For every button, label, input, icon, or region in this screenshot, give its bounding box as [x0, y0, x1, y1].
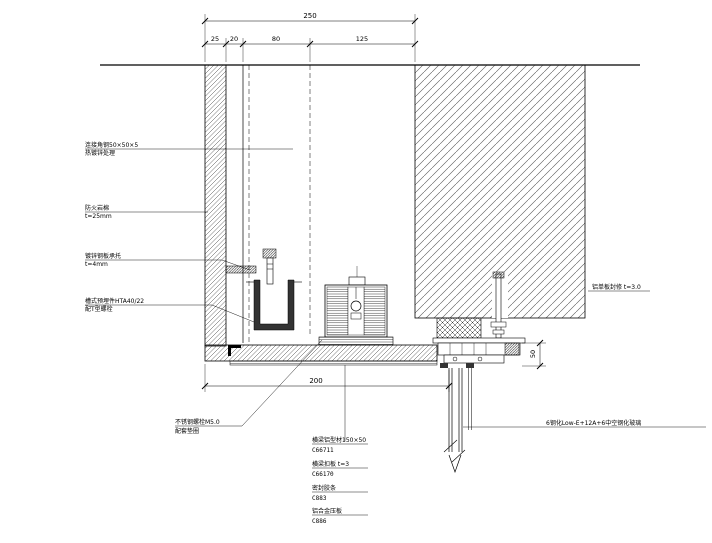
gasket-inner [466, 363, 474, 368]
label-glass-unit: 6钢化Low-E+12A+6中空钢化玻璃 [546, 419, 641, 427]
hanger-washer [492, 329, 505, 335]
dim-seg-25: 25 [211, 35, 219, 43]
gasket-outer [440, 363, 448, 368]
mullion-section-detail [318, 266, 394, 346]
label-rockwool-thickness: t=25mm [85, 213, 112, 220]
cast-in-channel [253, 279, 295, 331]
transom-top-plate [432, 337, 526, 344]
firestop-and-hanger [436, 271, 508, 339]
left-wall [204, 64, 227, 347]
label-stack-1-code: C66711 [312, 447, 334, 454]
label-stack-2-name: 横梁扣板 t=3 [312, 460, 349, 468]
firestop-rockwool [436, 317, 482, 339]
top-dimension-chain [201, 14, 419, 62]
insulated-glass-unit [443, 368, 472, 474]
hanger-nut [490, 321, 507, 328]
slab-soffit-plate [229, 360, 438, 366]
label-ss-bolt: 不锈钢螺栓M5.0 [175, 418, 220, 426]
break-slash-2 [451, 449, 466, 463]
bolt-head [262, 248, 277, 259]
dim-total: 250 [303, 12, 316, 20]
right-dimension [522, 339, 546, 370]
bolt-shaft [266, 257, 274, 285]
label-rockwool: 防火岩棉 [85, 204, 109, 212]
break-slash-1 [443, 439, 458, 453]
mullion-bolt [350, 300, 362, 312]
label-stack-4-name: 铝合金压板 [312, 507, 342, 515]
label-support-plate: 镀锌钢板承托 [85, 252, 121, 260]
label-ss-bolt-sub: 配套垫圈 [175, 427, 199, 435]
label-stack-1-name: 横梁铝型材150×50 [312, 436, 366, 444]
label-angle-steel-sub: 热镀锌处理 [85, 149, 115, 157]
fixing-arm [225, 265, 257, 274]
break-arrow [448, 454, 462, 474]
dim-seg-80: 80 [272, 35, 280, 43]
transom-assembly [432, 337, 526, 368]
label-cast-channel-sub: 配T型螺栓 [85, 305, 113, 313]
dim-right: 50 [529, 350, 537, 358]
label-aluminum-panel: 铝单板封修 t=3.0 [592, 283, 641, 291]
label-stack-3-name: 密封胶条 [312, 484, 336, 492]
embed-channel-detail [225, 248, 302, 331]
label-support-plate-thickness: t=4mm [85, 261, 108, 268]
hanger-bolt-shaft [495, 273, 502, 339]
dim-bottom: 200 [309, 377, 322, 385]
dim-seg-20: 20 [230, 35, 238, 43]
mullion-base-plate [318, 336, 394, 346]
leader-lines [85, 148, 706, 516]
bottom-dimension [201, 364, 453, 392]
label-stack-3-code: C883 [312, 495, 327, 502]
dim-seg-125: 125 [356, 35, 368, 43]
label-stack-2-code: C66170 [312, 471, 334, 478]
label-stack-4-code: C886 [312, 518, 327, 525]
angle-bracket [228, 345, 241, 356]
label-angle-steel: 连接角钢50×50×5 [85, 141, 138, 149]
label-cast-channel: 槽式预埋件HTA40/22 [85, 297, 144, 305]
hanger-bolt-head [492, 271, 505, 279]
